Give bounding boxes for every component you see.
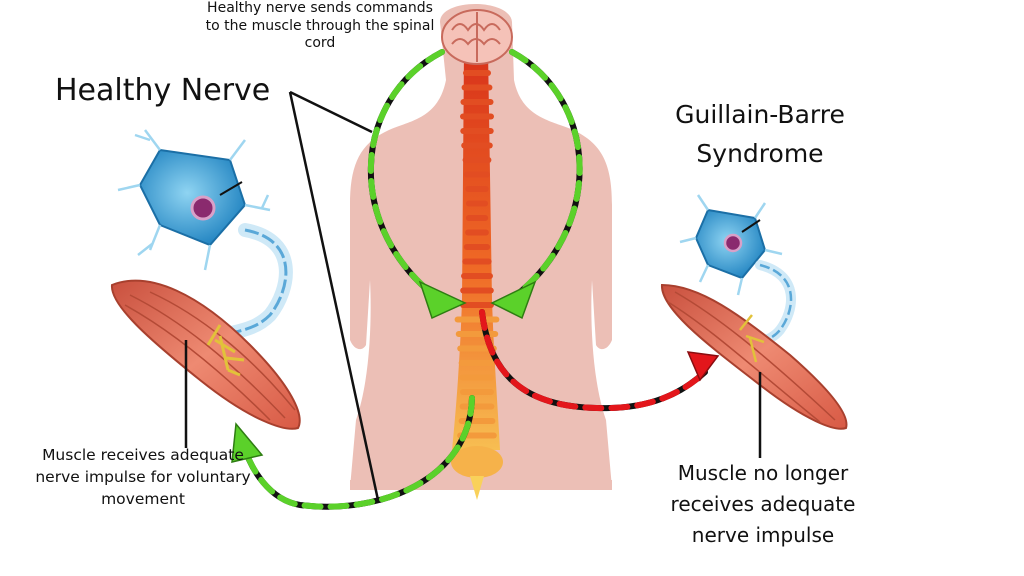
vertebra xyxy=(465,186,489,192)
gbs-title-line: Guillain-Barre xyxy=(675,100,845,129)
vertebra xyxy=(465,215,489,221)
vertebra xyxy=(460,302,494,308)
gbs-title-line: Syndrome xyxy=(696,138,824,168)
muscle-icon xyxy=(110,279,301,430)
vertebra xyxy=(458,360,496,366)
blocked-signal-path xyxy=(479,309,708,412)
muscle-icon xyxy=(660,283,848,430)
vertebra xyxy=(460,128,494,134)
vertebra xyxy=(462,157,492,163)
vertebra xyxy=(459,374,495,381)
vertebra xyxy=(465,200,489,207)
vertebra xyxy=(459,403,495,410)
vertebra xyxy=(461,142,493,149)
vertebra xyxy=(463,244,491,250)
arrow-icon xyxy=(231,280,537,463)
spinal-cord-icon xyxy=(451,50,503,500)
vertebra xyxy=(462,258,492,265)
vertebra xyxy=(460,113,494,120)
top-note: Healthy nerve sends commands to the musc… xyxy=(205,0,435,51)
vertebra xyxy=(461,273,493,279)
gbs-title: Guillain-Barre Syndrome xyxy=(640,96,880,174)
bottom-left-caption: Muscle receives adequate nerve impulse f… xyxy=(35,446,251,508)
vertebra xyxy=(454,316,500,323)
caption-line: Muscle no longer xyxy=(677,461,849,485)
vertebra xyxy=(465,229,489,236)
vertebra xyxy=(464,171,490,178)
vertebra xyxy=(461,84,493,91)
vertebra xyxy=(460,287,494,294)
vertebra xyxy=(458,418,496,424)
vertebra xyxy=(463,70,491,76)
arrow-icon xyxy=(686,351,720,382)
vertebra xyxy=(459,389,495,395)
vertebra xyxy=(460,99,494,105)
pointer-lines xyxy=(184,90,762,501)
caption-line: nerve impulse xyxy=(691,523,835,547)
healthy-signal-path xyxy=(239,49,583,510)
healthy-nerve-title: Healthy Nerve xyxy=(55,73,271,108)
caption-line: receives adequate xyxy=(670,492,856,516)
brain-icon xyxy=(441,9,513,65)
bottom-right-caption: Muscle no longer receives adequate nerve… xyxy=(648,458,878,551)
vertebra xyxy=(457,345,497,352)
vertebra xyxy=(455,331,499,337)
